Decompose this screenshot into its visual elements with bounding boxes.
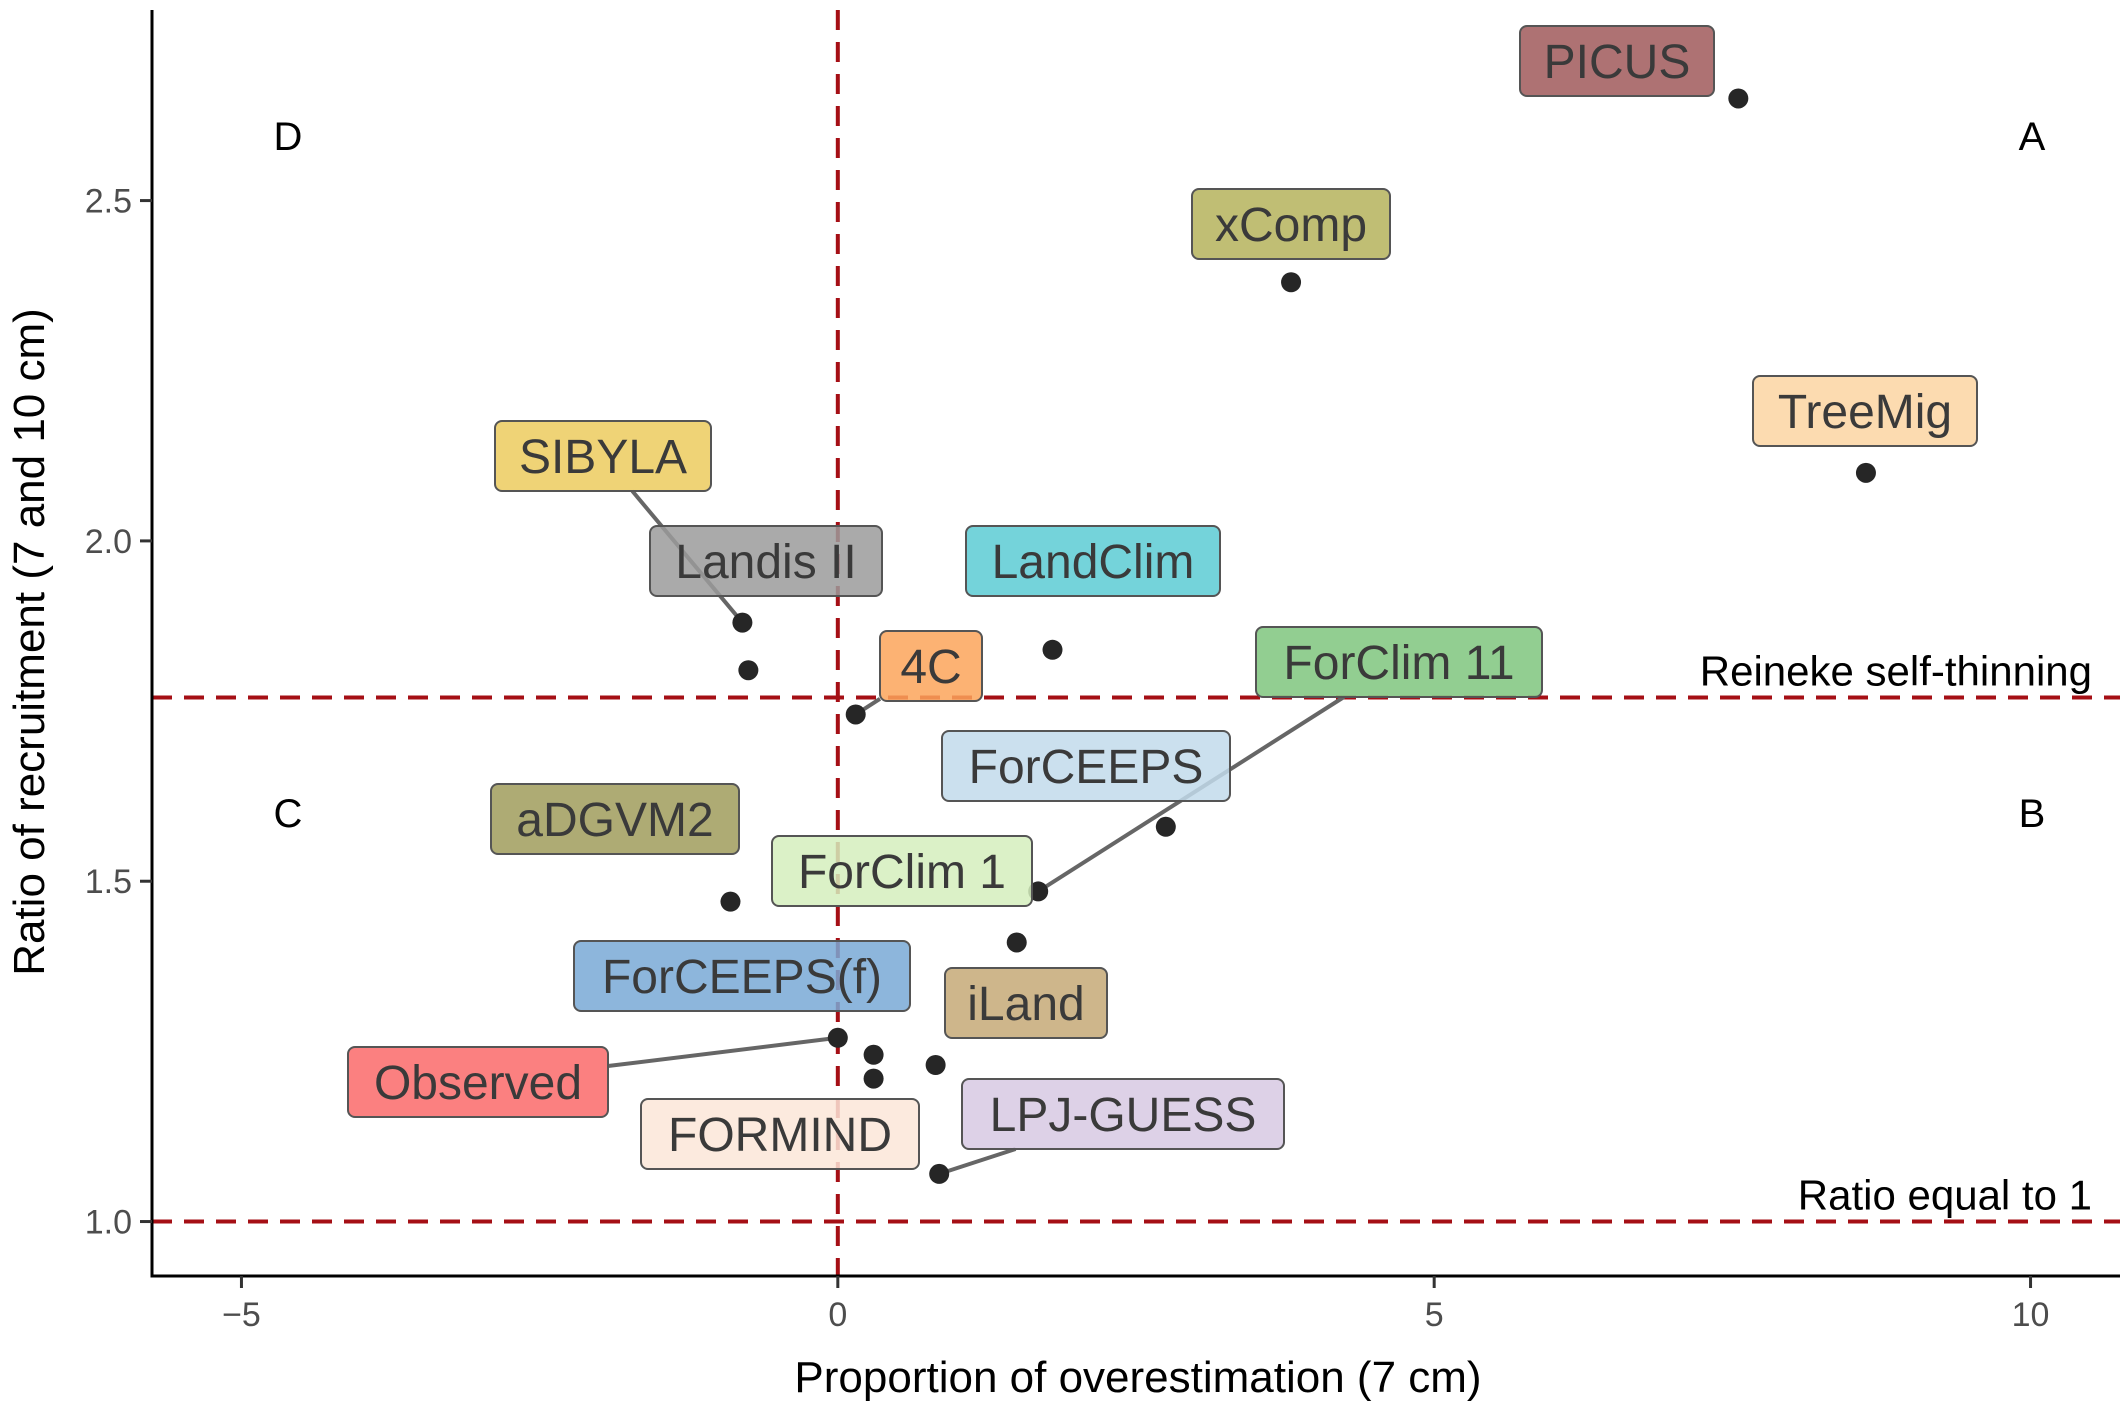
label-box-iland bbox=[944, 967, 1108, 1039]
label-text-lpj-guess: LPJ-GUESS bbox=[990, 1089, 1257, 1142]
label-text-adgvm2: aDGVM2 bbox=[516, 794, 713, 847]
label-box-forceeps bbox=[941, 730, 1231, 802]
point-observed bbox=[827, 1027, 848, 1048]
quadrant-label-d: D bbox=[274, 115, 303, 159]
leader-line-lpj-guess bbox=[938, 1147, 1017, 1176]
point-formind bbox=[863, 1068, 884, 1089]
label-text-formind: FORMIND bbox=[668, 1109, 892, 1162]
label-text-iland: iLand bbox=[967, 978, 1084, 1031]
label-box-landclim bbox=[965, 525, 1221, 597]
axes: −5 0 5 10 1.0 1.5 2.0 2.5 bbox=[85, 10, 2120, 1334]
label-text-forclim-11: ForClim 11 bbox=[1283, 637, 1514, 690]
label-box-forclim-11 bbox=[1255, 626, 1543, 698]
label-box-4c bbox=[879, 630, 983, 702]
label-box-forclim-1 bbox=[771, 835, 1033, 907]
point-xcomp bbox=[1281, 272, 1302, 293]
point-landclim bbox=[1042, 639, 1063, 660]
y-tick-label: 1.0 bbox=[85, 1204, 132, 1242]
label-text-forceeps: ForCEEPS bbox=[969, 741, 1204, 794]
label-box-treemig bbox=[1752, 375, 1978, 447]
point-landis-ii bbox=[738, 660, 759, 681]
label-text-sibyla: SIBYLA bbox=[519, 431, 687, 484]
label-box-picus bbox=[1519, 25, 1715, 97]
y-tick-label: 2.0 bbox=[85, 523, 132, 561]
quadrant-label-b: B bbox=[2019, 792, 2046, 836]
label-text-forclim-1: ForClim 1 bbox=[798, 846, 1006, 899]
point-sibyla bbox=[732, 612, 753, 633]
quadrant-label-c: C bbox=[274, 792, 303, 836]
label-box-sibyla bbox=[494, 420, 712, 492]
x-axis-title: Proportion of overestimation (7 cm) bbox=[794, 1353, 1481, 1402]
reference-line-label-1: Reineke self-thinning bbox=[1700, 647, 2092, 694]
label-text-observed: Observed bbox=[374, 1057, 582, 1110]
point-forceeps-f bbox=[863, 1044, 884, 1065]
y-axis-title: Ratio of recruitment (7 and 10 cm) bbox=[5, 308, 54, 976]
label-text-landis-ii: Landis II bbox=[675, 536, 856, 589]
x-tick-label: 0 bbox=[828, 1296, 847, 1334]
point-iland bbox=[925, 1055, 946, 1075]
point-forclim-1 bbox=[1006, 932, 1027, 953]
point-forceeps bbox=[1155, 816, 1176, 837]
label-box-observed bbox=[347, 1046, 609, 1118]
label-box-landis-ii bbox=[649, 525, 883, 597]
label-box-lpj-guess bbox=[961, 1078, 1285, 1150]
label-text-picus: PICUS bbox=[1544, 36, 1691, 89]
y-tick-label: 1.5 bbox=[85, 863, 132, 901]
leader-line-observed bbox=[607, 1035, 839, 1069]
label-box-formind bbox=[640, 1098, 920, 1170]
label-text-landclim: LandClim bbox=[992, 536, 1195, 589]
y-tick-label: 2.5 bbox=[85, 183, 132, 221]
label-text-treemig: TreeMig bbox=[1778, 386, 1952, 439]
label-box-adgvm2 bbox=[490, 783, 740, 855]
point-forclim-11 bbox=[1028, 881, 1049, 902]
label-box-xcomp bbox=[1191, 188, 1391, 260]
data-points bbox=[720, 88, 1876, 1184]
reference-line-label-2: Ratio equal to 1 bbox=[1798, 1172, 2092, 1219]
x-tick-label: 5 bbox=[1425, 1296, 1444, 1334]
point-picus bbox=[1728, 88, 1749, 109]
label-text-xcomp: xComp bbox=[1215, 199, 1367, 252]
label-text-4c: 4C bbox=[900, 641, 961, 694]
x-tick-label: −5 bbox=[222, 1296, 261, 1334]
quadrant-labels: A B C D bbox=[274, 115, 2046, 836]
point-adgvm2 bbox=[720, 891, 741, 912]
point-4c bbox=[845, 704, 866, 725]
point-lpj-guess bbox=[929, 1163, 950, 1184]
label-box-forceeps-f bbox=[573, 940, 911, 1012]
point-treemig bbox=[1855, 462, 1876, 483]
quadrant-label-a: A bbox=[2019, 115, 2046, 159]
label-text-forceeps-f: ForCEEPS(f) bbox=[602, 951, 882, 1004]
x-tick-label: 10 bbox=[2012, 1296, 2050, 1334]
